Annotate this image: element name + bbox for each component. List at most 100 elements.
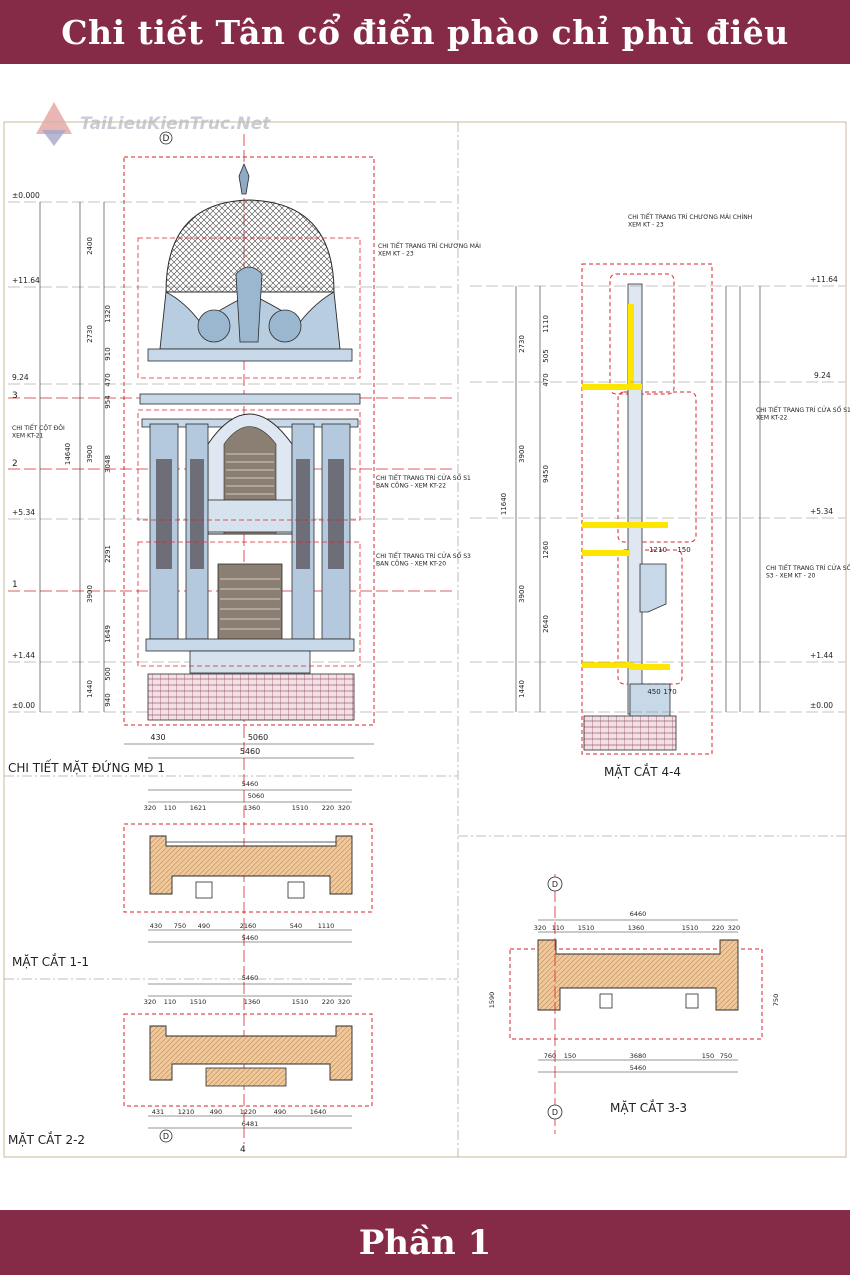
dim-label: 1440 xyxy=(518,680,526,698)
dim-label: 3900 xyxy=(86,585,94,603)
dim-label: 1510 xyxy=(578,924,595,932)
dim-label: 320 xyxy=(144,998,156,1006)
dim-label: 1220 xyxy=(240,1108,257,1116)
dim-label: 220 xyxy=(322,804,334,812)
dim-label: 1510 xyxy=(292,998,309,1006)
axis-marker: 4 xyxy=(240,1145,246,1155)
section-1-1-drawing: 5460 5060 320 110 1621 1360 1510 220 320… xyxy=(12,780,373,969)
dim-label: 5060 xyxy=(248,792,265,800)
dim-label: 320 xyxy=(728,924,740,932)
level-label: 9.24 xyxy=(814,371,831,380)
level-label: +11.64 xyxy=(12,276,40,285)
dim-label: 1510 xyxy=(190,998,207,1006)
dim-label: 320 xyxy=(338,998,350,1006)
dim-label: 5460 xyxy=(242,780,259,788)
level-label: +5.34 xyxy=(810,507,833,516)
dim-label: 3900 xyxy=(518,445,526,463)
dim-label: 490 xyxy=(198,922,210,930)
dim-label: 150 xyxy=(677,546,690,554)
dim-label: 3048 xyxy=(104,455,112,473)
dim-label: 540 xyxy=(290,922,302,930)
dim-label: 1210 xyxy=(178,1108,195,1116)
dim-label: 2640 xyxy=(542,615,550,633)
level-label: +11.64 xyxy=(810,275,838,284)
dim-label: 940 xyxy=(104,693,112,706)
bottom-dim-1: 430 xyxy=(150,733,165,742)
section-2-2-title: MẶT CẮT 2-2 xyxy=(8,1131,85,1147)
dim-label: 470 xyxy=(542,373,550,386)
axis-marker: 1 xyxy=(12,580,18,590)
level-label: ±0.00 xyxy=(810,701,833,710)
level-label: +1.44 xyxy=(12,651,35,660)
dim-label: 6460 xyxy=(630,910,647,918)
level-label: 9.24 xyxy=(12,373,29,382)
bottom-dim-2: 5060 xyxy=(248,733,268,742)
dim-label: 1360 xyxy=(244,804,261,812)
dim-label: 3900 xyxy=(86,445,94,463)
dim-label: 505 xyxy=(542,349,550,362)
dim-label: 3900 xyxy=(518,585,526,603)
dim-label: 1590 xyxy=(488,992,496,1009)
dim-label: 320 xyxy=(144,804,156,812)
dim-label: 910 xyxy=(104,347,112,360)
dim-label: 320 xyxy=(338,804,350,812)
dim-label: 750 xyxy=(720,1052,732,1060)
dim-label: 1320 xyxy=(104,305,112,323)
level-label: ±0.00 xyxy=(12,701,35,710)
dim-label: 1110 xyxy=(542,315,550,333)
level-label: +1.44 xyxy=(810,651,833,660)
dim-label: 2730 xyxy=(518,335,526,353)
dim-label: 5460 xyxy=(242,934,259,942)
dim-label: 1649 xyxy=(104,625,112,643)
section-3-3-title: MẶT CẮT 3-3 xyxy=(610,1099,687,1115)
dim-label: 490 xyxy=(210,1108,222,1116)
dim-label: 1510 xyxy=(292,804,309,812)
dim-label: 2400 xyxy=(86,237,94,255)
dim-label: 220 xyxy=(322,998,334,1006)
section-3-3-drawing: 6460 320 110 1510 1360 1510 220 320 760 … xyxy=(488,874,780,1134)
dim-label: 1640 xyxy=(310,1108,327,1116)
axis-marker: D xyxy=(552,880,558,889)
axis-marker: D xyxy=(163,1132,169,1141)
dim-label: 320 xyxy=(534,924,546,932)
part-label: Phần 1 xyxy=(358,1222,492,1263)
elevation-drawing: 430 5060 5460 ±0.000 +11.64 9.24 +5.34 +… xyxy=(8,131,481,1155)
title-banner: Chi tiết Tân cổ điển phào chỉ phù điêu xyxy=(0,0,850,64)
axis-marker: 3 xyxy=(12,391,18,401)
cad-drawing-sheet: 430 5060 5460 ±0.000 +11.64 9.24 +5.34 +… xyxy=(3,121,850,1158)
watermark-text: TaiLieuKienTruc.Net xyxy=(80,114,271,134)
axis-marker: 2 xyxy=(12,459,18,469)
dim-label: 430 xyxy=(150,922,162,930)
dim-label: 6481 xyxy=(242,1120,259,1128)
dim-label: 110 xyxy=(164,998,176,1006)
dim-label: 470 xyxy=(104,373,112,386)
level-label: +5.34 xyxy=(12,508,35,517)
section-4-4-drawing: +11.64 9.24 +5.34 +1.44 ±0.00 1110 2730 … xyxy=(470,213,850,779)
dim-label: 2160 xyxy=(240,922,257,930)
axis-marker: D xyxy=(552,1108,558,1117)
dim-label: 110 xyxy=(552,924,564,932)
dim-label: 1440 xyxy=(86,680,94,698)
dim-label: 1621 xyxy=(190,804,207,812)
dim-label: 5460 xyxy=(630,1064,647,1072)
dim-label: 1260 xyxy=(542,541,550,559)
section-2-2-drawing: 5460 320 110 1510 1360 1510 220 320 431 … xyxy=(8,974,373,1147)
dim-label: 14640 xyxy=(64,443,72,465)
dim-label: 1110 xyxy=(318,922,335,930)
dim-label: 220 xyxy=(712,924,724,932)
dim-label: 500 xyxy=(104,667,112,680)
dim-label: 954 xyxy=(104,395,112,409)
dim-label: 750 xyxy=(772,994,780,1006)
dim-label: 750 xyxy=(174,922,186,930)
dim-label: 490 xyxy=(274,1108,286,1116)
elevation-title: CHI TIẾT MẶT ĐỨNG MĐ 1 xyxy=(8,759,165,775)
footer-banner: Phần 1 xyxy=(0,1210,850,1275)
section-1-1-title: MẶT CẮT 1-1 xyxy=(12,953,89,969)
dim-label: 11640 xyxy=(500,493,508,515)
dim-label: 150 xyxy=(702,1052,714,1060)
dim-label: 1360 xyxy=(628,924,645,932)
